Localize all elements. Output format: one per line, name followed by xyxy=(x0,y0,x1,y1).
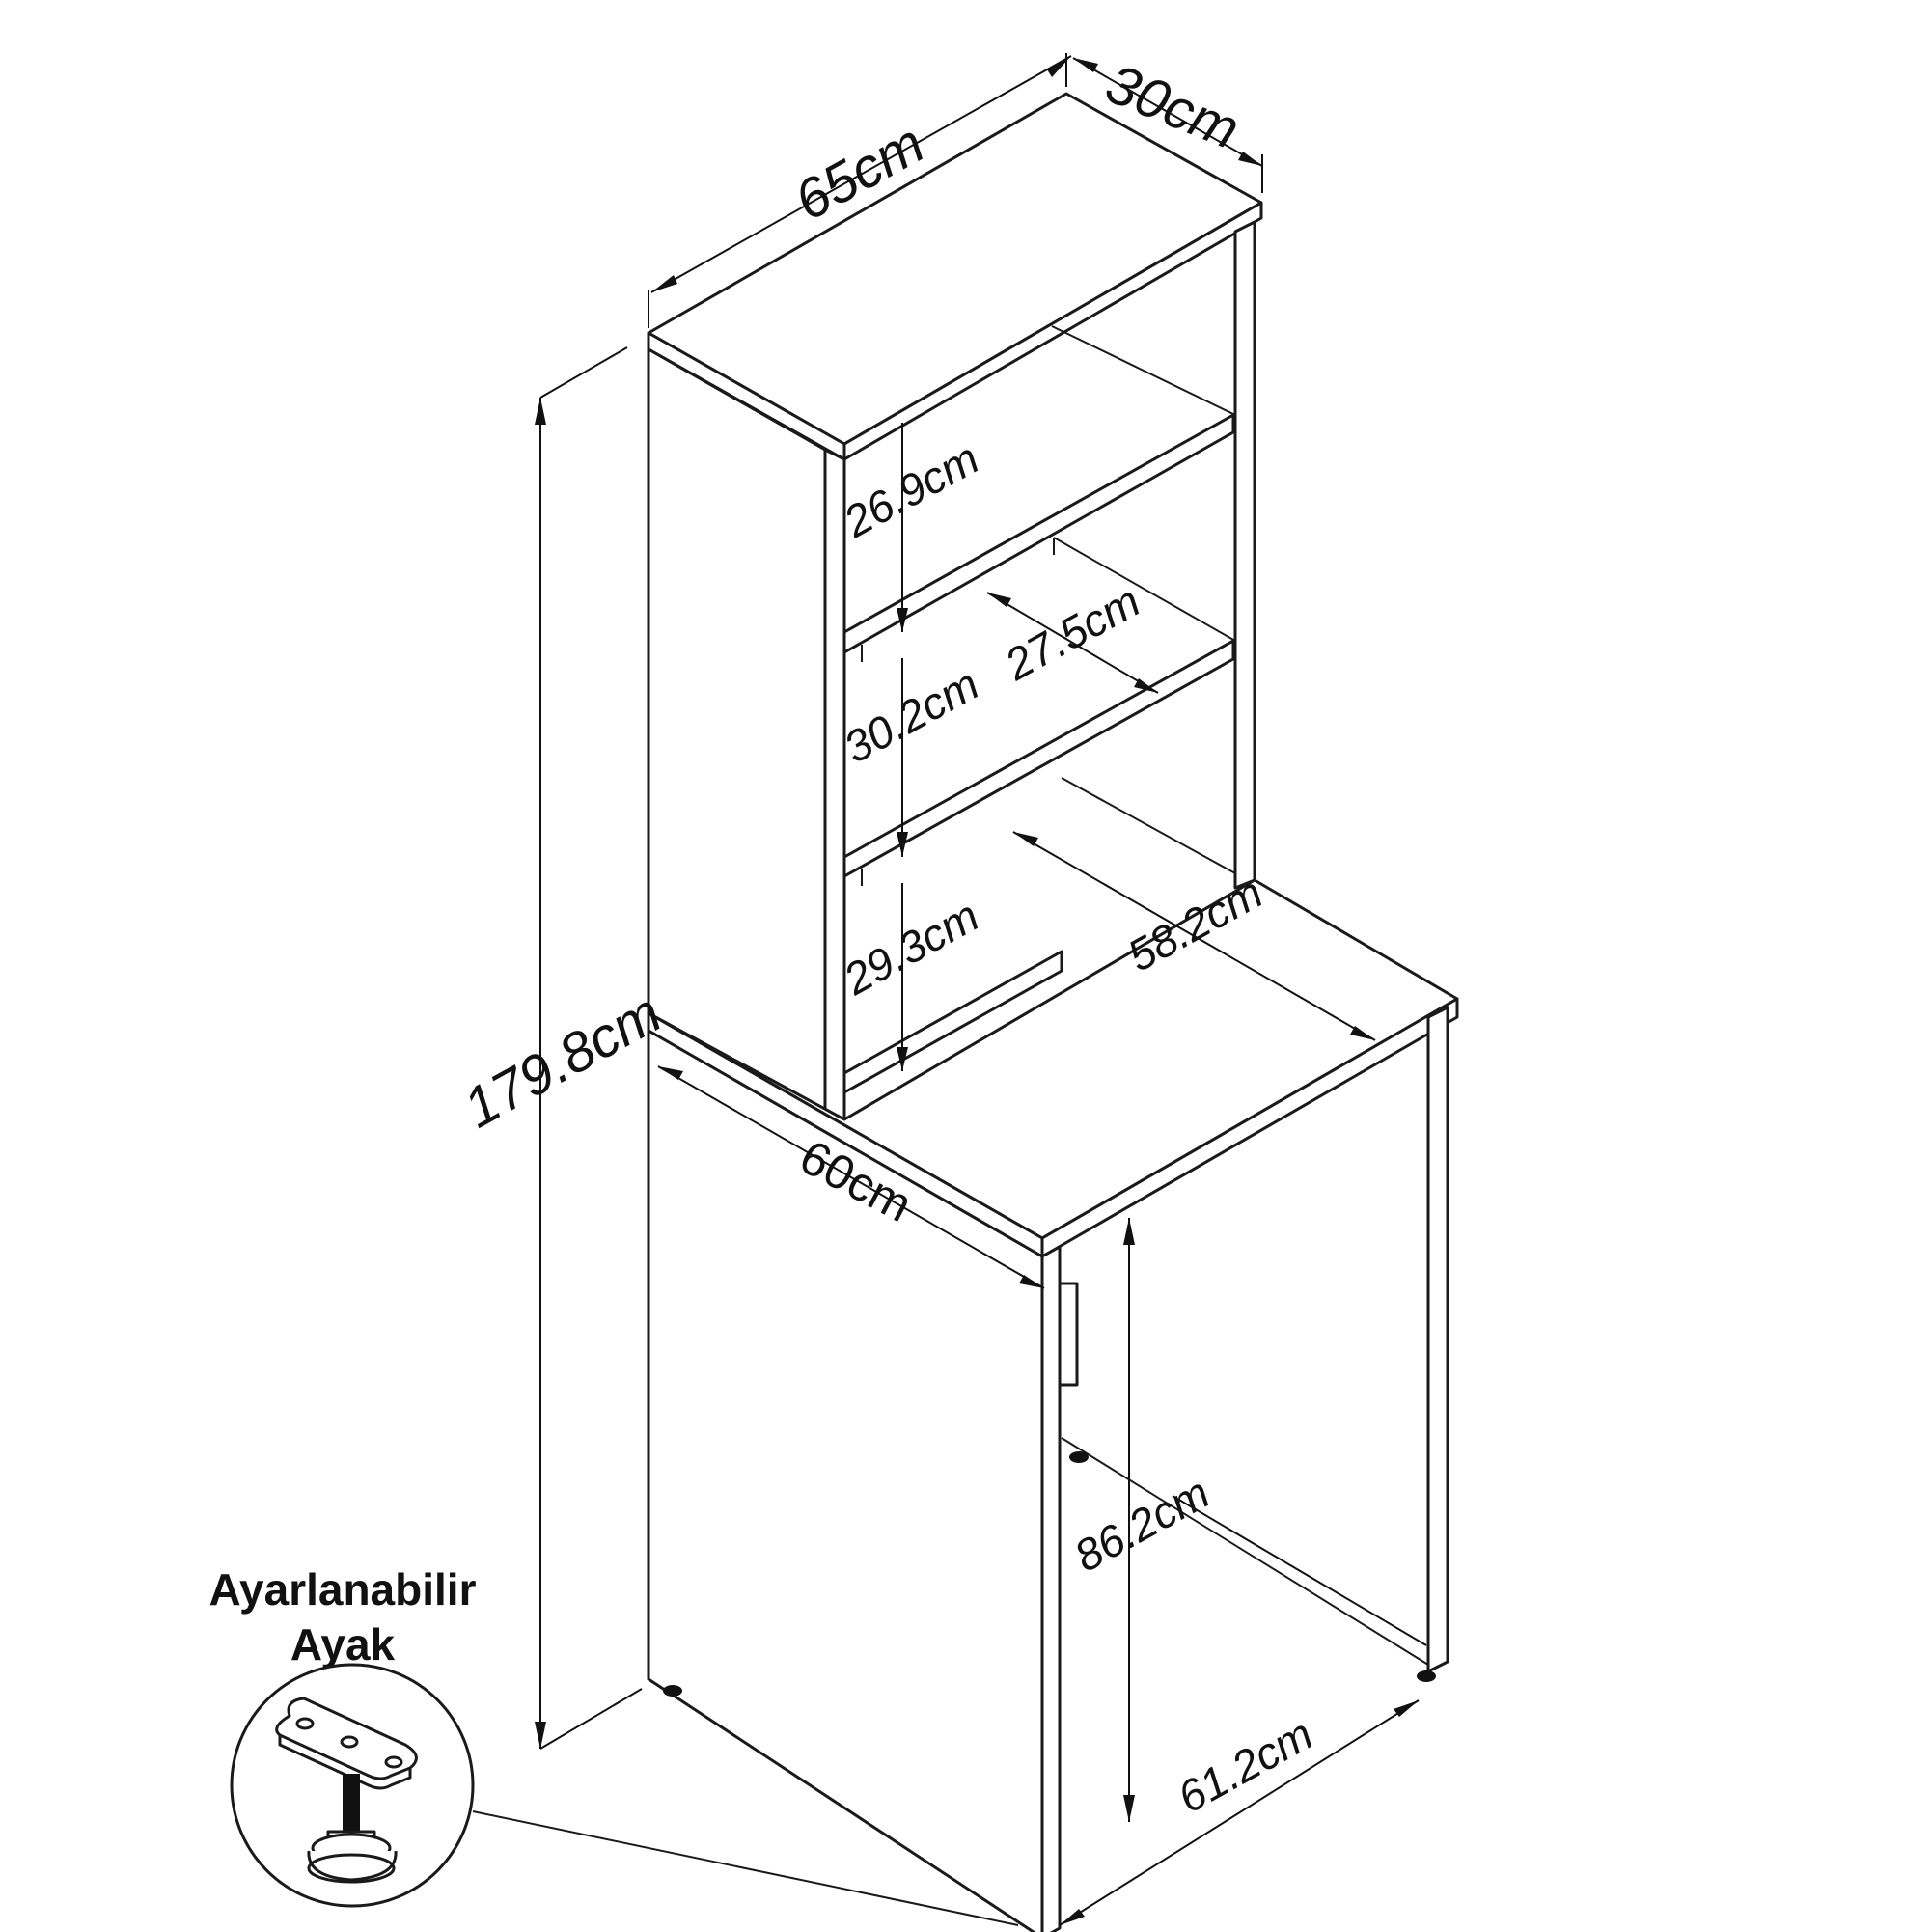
dim-86-2-arrow-top xyxy=(1123,1218,1135,1245)
mount-hole-1 xyxy=(295,1717,315,1730)
hutch-back-line-2 xyxy=(1053,537,1236,642)
hutch-back-line-3 xyxy=(1061,777,1236,874)
hutch-back-line-1 xyxy=(1051,325,1236,416)
callout-title-line1: Ayarlanabilir xyxy=(209,1564,477,1615)
dim-61-2-arrow-a xyxy=(1060,1909,1085,1925)
dim-27-5-line xyxy=(986,592,1159,694)
dim-30-arrow-a xyxy=(1073,58,1098,72)
desk-top-side-edge xyxy=(1040,997,1459,1258)
desk-cable-notch xyxy=(1058,1282,1079,1387)
dim-179-arrow-bottom xyxy=(535,1722,546,1749)
dim-61-2-arrow-b xyxy=(1394,1700,1419,1717)
dim-27-5-arrow-a xyxy=(987,593,1011,607)
hutch-shelf-2 xyxy=(842,639,1235,878)
adjustable-foot-callout: Ayarlanabilir Ayak xyxy=(209,1564,1019,1926)
dim-30-arrow-b xyxy=(1238,152,1262,166)
label-shelf-gap-2: 30.2cm xyxy=(836,658,987,773)
dim-30-2-arrow xyxy=(897,832,908,857)
dim-86-2-diag xyxy=(1172,1495,1427,1646)
dim-27-5-arrow-b xyxy=(1134,678,1158,693)
dim-29-3-arrow xyxy=(897,1047,908,1071)
callout-title-line2: Ayak xyxy=(290,1619,396,1670)
label-base-depth: 61.2cm xyxy=(1170,1708,1321,1823)
mount-hole-3 xyxy=(384,1755,403,1769)
mount-plate-thickness xyxy=(278,1735,412,1790)
leveling-foot-icon xyxy=(275,1697,418,1884)
label-total-height: 179.8cm xyxy=(454,981,672,1141)
dim-30-line xyxy=(1072,57,1263,167)
foot-front-left xyxy=(663,1685,682,1697)
dim-60-arrow-a xyxy=(658,1066,683,1080)
desk-inner-floor-line xyxy=(1061,1437,1429,1666)
foot-pad-base xyxy=(307,1853,396,1884)
label-desk-height: 86.2cm xyxy=(1066,1467,1218,1582)
label-shelf-gap-3: 29.3cm xyxy=(835,890,987,1005)
dim-60-arrow-b xyxy=(1019,1275,1044,1288)
dim-58-2-arrow-b xyxy=(1350,1026,1375,1040)
foot-back-left xyxy=(1069,1451,1089,1463)
hutch-left-panel xyxy=(647,347,827,1114)
desk-right-panel xyxy=(1426,1006,1449,1673)
dim-179-ext-bottom xyxy=(539,1688,643,1750)
hutch-left-panel-edge xyxy=(823,448,846,1121)
hutch-right-panel xyxy=(1233,220,1256,890)
threaded-rod xyxy=(343,1774,360,1832)
dim-26-9-arrow xyxy=(897,608,908,632)
dim-61-2-line xyxy=(1059,1699,1420,1926)
hutch-shelf-3 xyxy=(842,950,1063,1094)
dim-86-2-arrow-bottom xyxy=(1123,1795,1135,1822)
mount-hole-2 xyxy=(340,1735,359,1749)
dimension-lines xyxy=(535,53,1427,1926)
hutch xyxy=(647,92,1263,1121)
desk xyxy=(647,878,1459,1932)
callout-leader-line xyxy=(472,1810,1019,1926)
dim-58-2-arrow-a xyxy=(1013,832,1038,846)
desk-left-panel xyxy=(647,1029,1044,1932)
desk-left-panel-edge xyxy=(1040,1245,1062,1932)
dim-65-arrow-a xyxy=(651,275,677,292)
hutch-top-board-side xyxy=(842,201,1263,461)
dim-179-ext-top xyxy=(539,346,628,399)
dim-65-arrow-b xyxy=(1047,56,1071,77)
dim-60-line xyxy=(657,1065,1045,1289)
dim-65-line xyxy=(650,55,1072,293)
dim-58-2-line xyxy=(1012,831,1376,1041)
dim-179-arrow-top xyxy=(535,398,546,425)
foot-back-right xyxy=(1417,1670,1436,1682)
